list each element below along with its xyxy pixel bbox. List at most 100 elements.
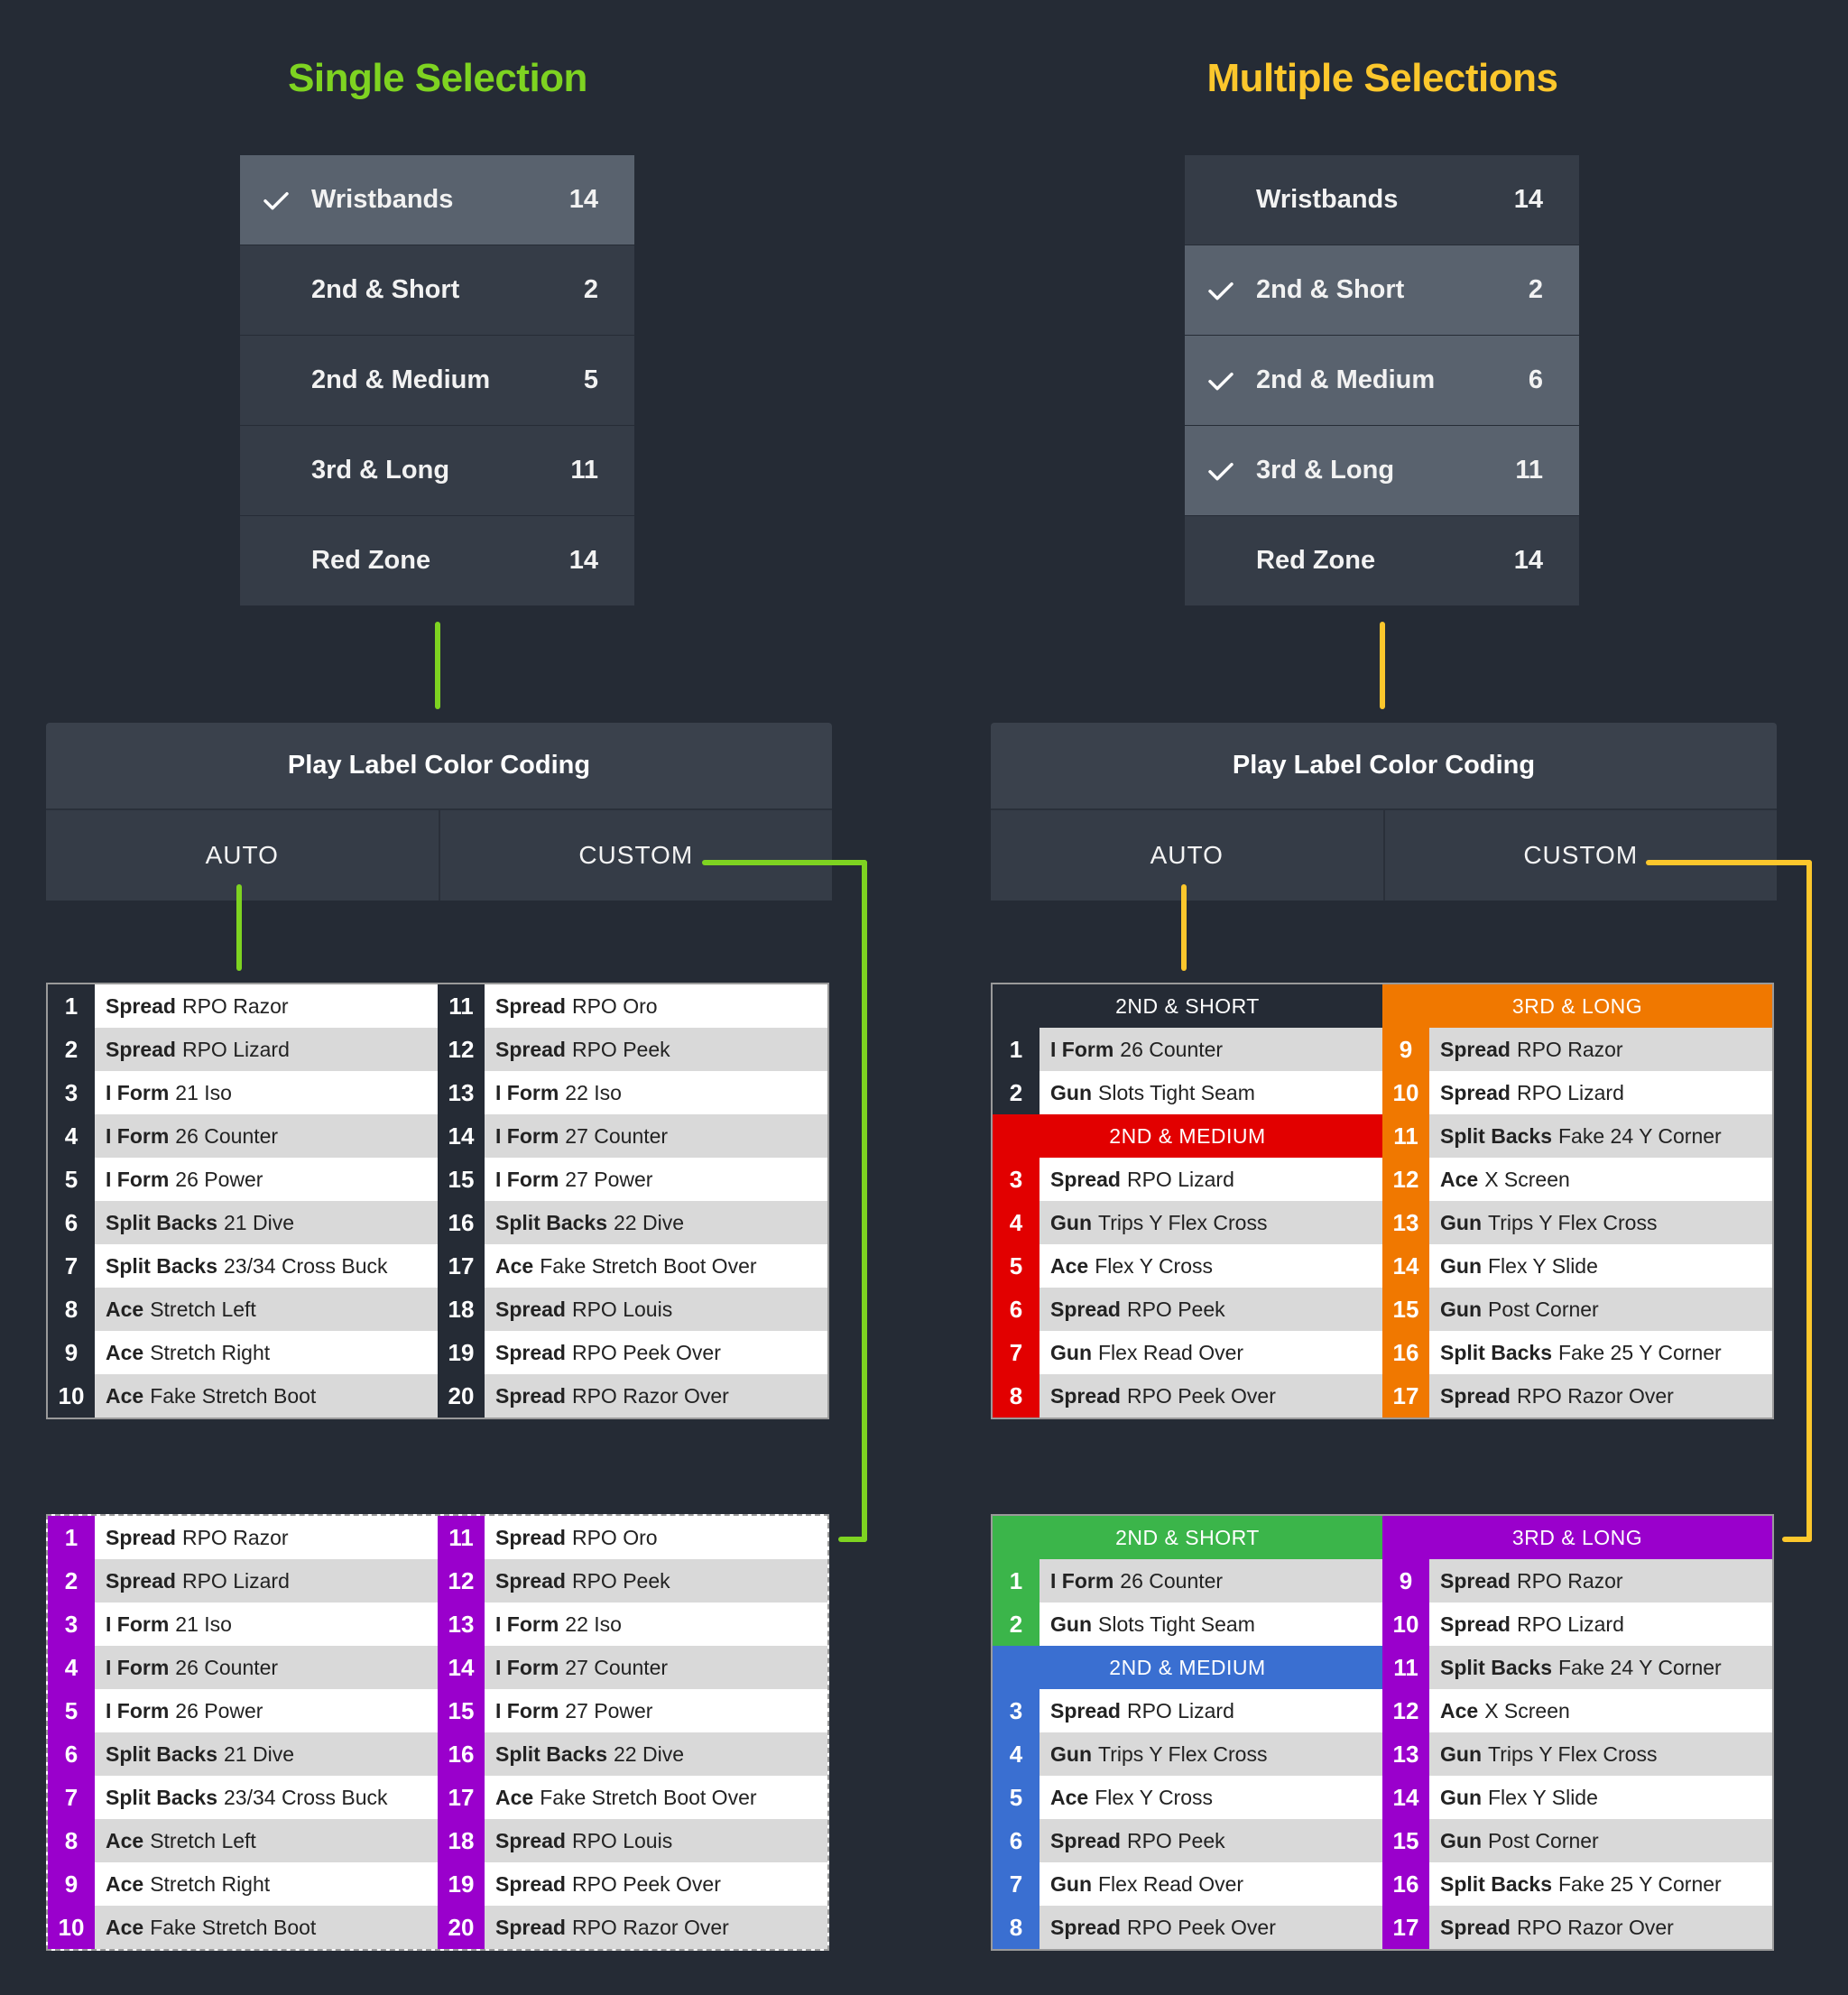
play-number: 4 [993, 1732, 1040, 1776]
play-formation: Ace [106, 1871, 144, 1896]
play-number: 7 [48, 1776, 95, 1819]
play-number: 3 [48, 1071, 95, 1114]
play-name: X Screen [1484, 1698, 1570, 1723]
play-name: RPO Lizard [1516, 1612, 1624, 1636]
play-formation: Ace [495, 1253, 534, 1278]
play-formation: Spread [1050, 1383, 1121, 1408]
play-formation: Spread [1440, 1915, 1511, 1939]
play-number: 11 [438, 984, 485, 1028]
play-name: 21 Iso [175, 1612, 232, 1636]
play-formation: Spread [106, 993, 176, 1018]
single-auto-connector [236, 884, 242, 971]
play-name: Post Corner [1488, 1828, 1599, 1852]
play-name: RPO Razor Over [1516, 1383, 1674, 1408]
play-number: 13 [438, 1602, 485, 1646]
play-number: 5 [993, 1244, 1040, 1288]
play-number: 16 [1382, 1331, 1429, 1374]
play-name: Flex Read Over [1098, 1871, 1244, 1896]
play-number: 16 [438, 1201, 485, 1244]
menu-item[interactable]: Wristbands 14 [1185, 155, 1579, 245]
play-formation: Gun [1440, 1828, 1482, 1852]
play-name: Stretch Left [150, 1828, 256, 1852]
custom-tab[interactable]: CUSTOM [438, 810, 832, 901]
custom-tab[interactable]: CUSTOM [1382, 810, 1777, 901]
menu-item[interactable]: 2nd & Medium 5 [240, 336, 634, 426]
play-formation: Gun [1050, 1741, 1092, 1766]
play-formation: Ace [1050, 1253, 1089, 1278]
menu-item-count: 14 [568, 185, 598, 214]
play-number: 5 [48, 1689, 95, 1732]
group-header: 2ND & MEDIUM [993, 1114, 1382, 1158]
menu-item-label: 2nd & Medium [311, 365, 491, 394]
menu-item-label: Wristbands [311, 185, 454, 214]
play-name: RPO Peek [1126, 1828, 1225, 1852]
play-name: 22 Dive [614, 1210, 684, 1234]
menu-item-count: 5 [583, 365, 598, 394]
play-name: RPO Lizard [181, 1037, 290, 1061]
play-formation: Split Backs [106, 1210, 217, 1234]
play-formation: Spread [495, 1568, 566, 1593]
play-formation: Ace [106, 1828, 144, 1852]
auto-tab[interactable]: AUTO [46, 810, 439, 901]
play-name: 26 Power [175, 1167, 263, 1191]
menu-item-count: 14 [1513, 185, 1543, 214]
group-header: 3RD & LONG [1382, 984, 1772, 1028]
play-number: 7 [993, 1331, 1040, 1374]
auto-tab[interactable]: AUTO [991, 810, 1383, 901]
play-number: 8 [993, 1906, 1040, 1949]
play-formation: Spread [1440, 1612, 1511, 1636]
menu-item[interactable]: Wristbands 14 [240, 155, 634, 245]
play-name: Post Corner [1488, 1297, 1599, 1321]
play-name: Fake 25 Y Corner [1558, 1340, 1722, 1364]
play-number: 2 [993, 1071, 1040, 1114]
play-number: 15 [1382, 1819, 1429, 1862]
multiple-custom-connector-bottom [1782, 1537, 1812, 1542]
group-header: 2ND & SHORT [993, 984, 1382, 1028]
play-formation: Spread [1050, 1167, 1121, 1191]
menu-item-count: 11 [1515, 456, 1543, 485]
play-formation: Split Backs [495, 1210, 607, 1234]
menu-item-count: 14 [568, 546, 598, 575]
menu-item-label: Wristbands [1256, 185, 1399, 214]
play-formation: Spread [106, 1568, 176, 1593]
play-number: 10 [48, 1906, 95, 1949]
